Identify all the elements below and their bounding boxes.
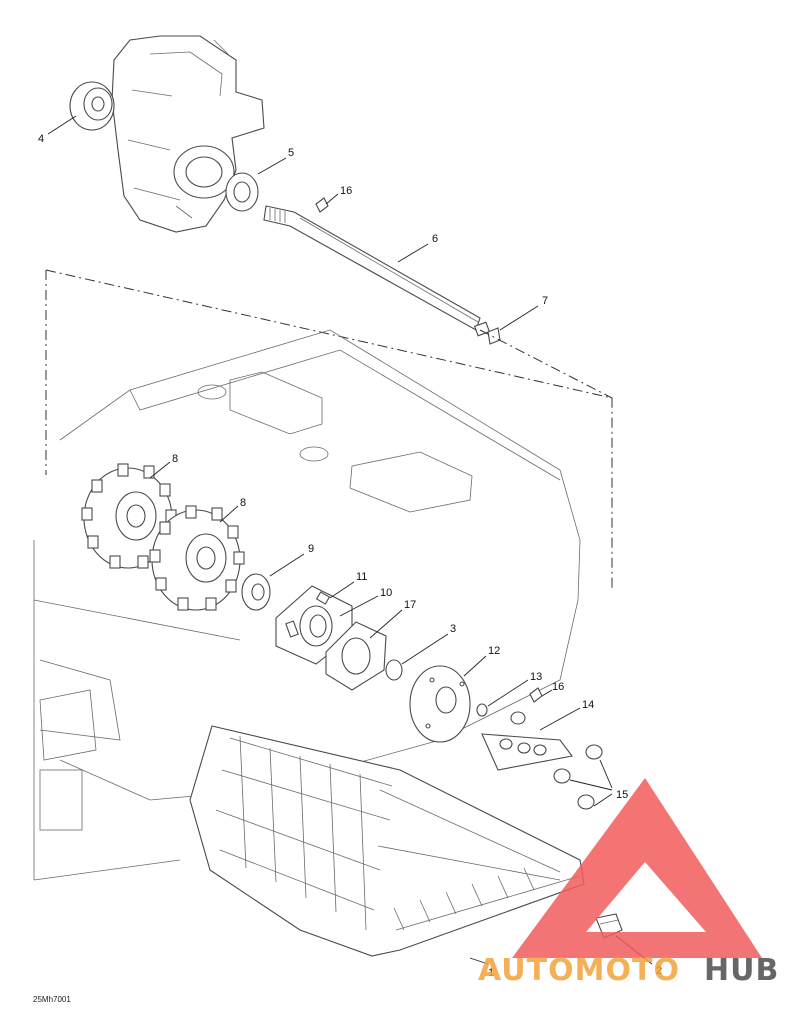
bearing-flange — [325, 621, 387, 691]
end-plate — [409, 665, 471, 743]
callout-12: 12 — [488, 645, 500, 657]
watermark-text-automoto: AUTOMOTO — [478, 953, 680, 988]
callout-6: 6 — [432, 233, 438, 245]
callout-2: 2 — [656, 965, 662, 977]
callout-17: 17 — [404, 599, 416, 611]
circlip — [385, 659, 403, 681]
drive-axle — [263, 205, 481, 331]
callout-13: 13 — [530, 671, 542, 683]
drawing-reference-code: 25Mh7001 — [33, 995, 71, 1004]
callout-5: 5 — [288, 147, 294, 159]
callout-16: 16 — [340, 185, 352, 197]
flange-nuts — [553, 744, 603, 810]
callout-14: 14 — [582, 699, 594, 711]
callout-7: 7 — [542, 295, 548, 307]
callout-10: 10 — [380, 587, 392, 599]
callout-9: 9 — [308, 543, 314, 555]
callout-4: 4 — [38, 133, 44, 145]
callout-11: 11 — [356, 571, 367, 583]
seal — [225, 172, 259, 212]
retaining-clip — [315, 197, 329, 213]
callout-8: 8 — [240, 497, 246, 509]
drive-track — [189, 725, 585, 957]
automotohub-watermark: AUTOMOTO HUB — [478, 778, 779, 988]
chaincase-housing — [111, 35, 265, 233]
lock-nut — [476, 703, 488, 717]
callout-3: 3 — [450, 623, 456, 635]
callout-labels: 4 5 16 6 7 8 8 9 11 10 17 3 12 13 16 14 … — [38, 133, 662, 979]
callout-8: 8 — [172, 453, 178, 465]
mounting-bracket — [481, 711, 573, 771]
spacer-washer — [241, 573, 271, 611]
drive-sprocket-inner — [149, 505, 245, 611]
callout-16: 16 — [552, 681, 564, 693]
watermark-text-hub: HUB — [704, 953, 779, 988]
callout-15: 15 — [616, 789, 628, 801]
shaft-end-nut — [473, 321, 501, 345]
assembly-boundary-line — [45, 269, 613, 590]
bearing — [69, 81, 115, 131]
callout-1: 1 — [488, 967, 494, 979]
watermark-triangle-icon — [512, 778, 762, 958]
